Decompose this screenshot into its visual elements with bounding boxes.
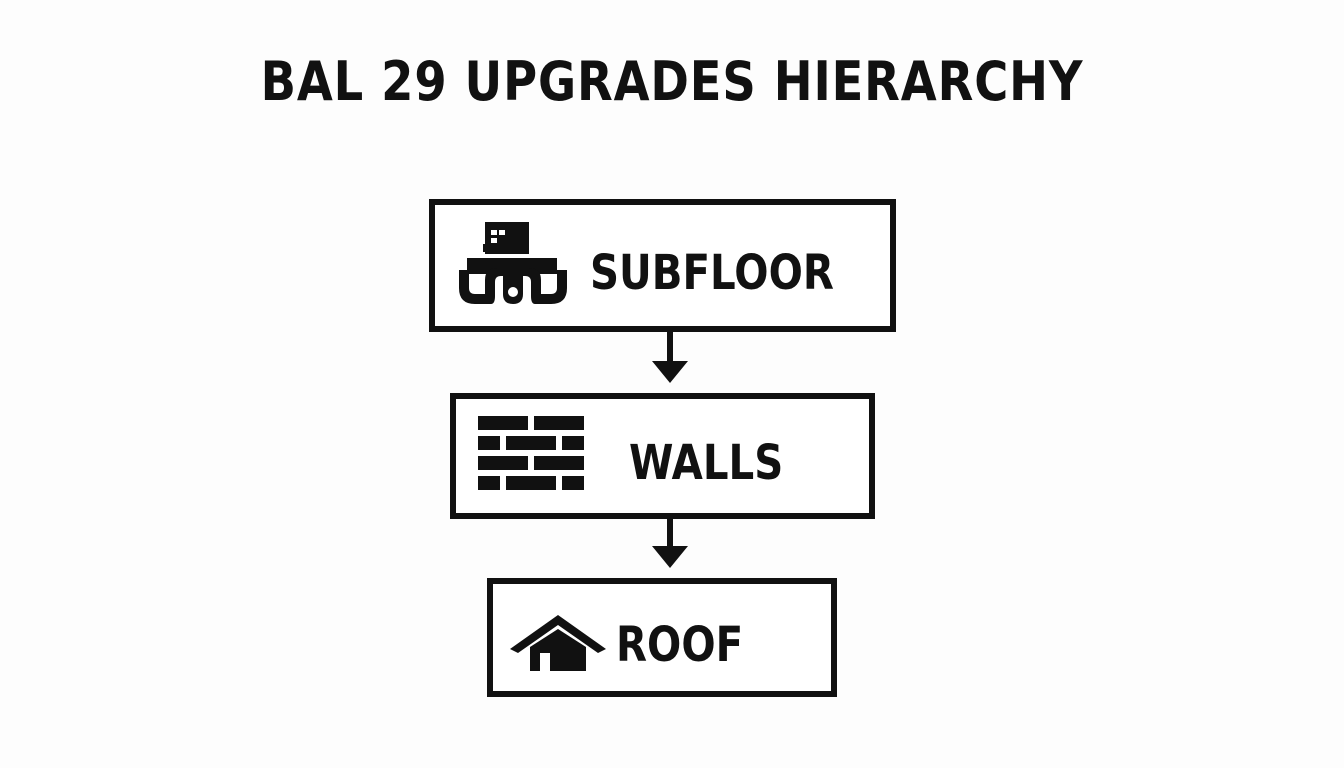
node-roof: ROOF bbox=[487, 578, 837, 697]
diagram-title: BAL 29 UPGRADES HIERARCHY bbox=[260, 50, 1084, 113]
arrow-subfloor-to-walls bbox=[652, 331, 688, 383]
node-label-subfloor: SUBFLOOR bbox=[590, 245, 834, 301]
node-walls: WALLS bbox=[450, 393, 875, 519]
node-label-walls: WALLS bbox=[629, 435, 784, 491]
node-subfloor: SUBFLOOR bbox=[429, 199, 896, 332]
house-roof-icon bbox=[510, 615, 606, 671]
subfloor-icon bbox=[459, 222, 567, 304]
node-label-roof: ROOF bbox=[616, 617, 744, 673]
arrow-walls-to-roof bbox=[652, 518, 688, 568]
brick-wall-icon bbox=[478, 416, 584, 490]
